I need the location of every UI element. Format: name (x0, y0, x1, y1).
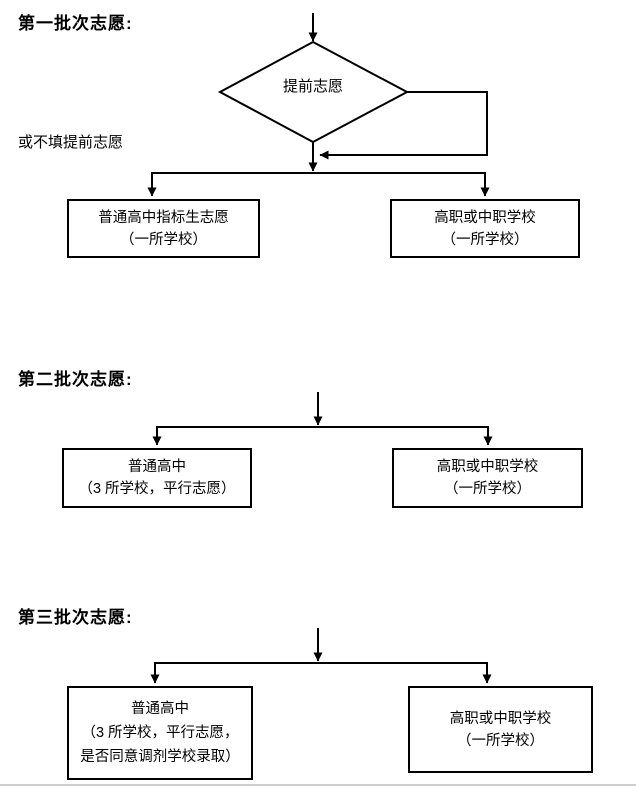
batch1-right-box-line2: （一所学校） (441, 231, 529, 248)
batch1-right-box-line1: 高职或中职学校 (434, 209, 536, 226)
batch1-title: 第一批次志愿: (18, 14, 133, 33)
batch3-title: 第三批次志愿: (18, 608, 133, 627)
batch2-right-box-line2: （一所学校） (444, 481, 531, 497)
batch1-decision-label: 提前志愿 (282, 78, 343, 95)
batch2-left-box-line2: （3 所学校，平行志愿） (78, 481, 236, 497)
batch1-left-box: 普通高中指标生志愿 （一所学校） (67, 199, 260, 258)
batch3-left-box-line1: 普通高中 (131, 701, 189, 717)
batch3-right-box-line1: 高职或中职学校 (449, 710, 552, 727)
batch3-left-box-line3: 是否同意调剂学校录取） (80, 749, 240, 765)
batch2-left-box-line1: 普通高中 (128, 459, 186, 475)
batch2-right-box: 高职或中职学校 （一所学校） (392, 448, 583, 508)
batch1-left-box-line2: （一所学校） (120, 231, 207, 248)
batch1-left-box-line1: 普通高中指标生志愿 (98, 209, 229, 226)
batch2-title: 第二批次志愿: (18, 370, 133, 389)
batch3-left-box: 普通高中 （3 所学校，平行志愿， 是否同意调剂学校录取） (67, 686, 253, 780)
b1-feedback-loop (319, 91, 488, 160)
batch3-right-box-line2: （一所学校） (457, 732, 544, 749)
batch1-side-note: 或不填提前志愿 (18, 134, 124, 151)
batch3-right-box: 高职或中职学校 （一所学校） (408, 686, 593, 773)
batch3-left-box-line2: （3 所学校，平行志愿， (81, 725, 239, 741)
batch2-right-box-line1: 高职或中职学校 (436, 459, 539, 475)
batch1-right-box: 高职或中职学校 （一所学校） (390, 199, 580, 258)
batch2-left-box: 普通高中 （3 所学校，平行志愿） (62, 448, 252, 508)
